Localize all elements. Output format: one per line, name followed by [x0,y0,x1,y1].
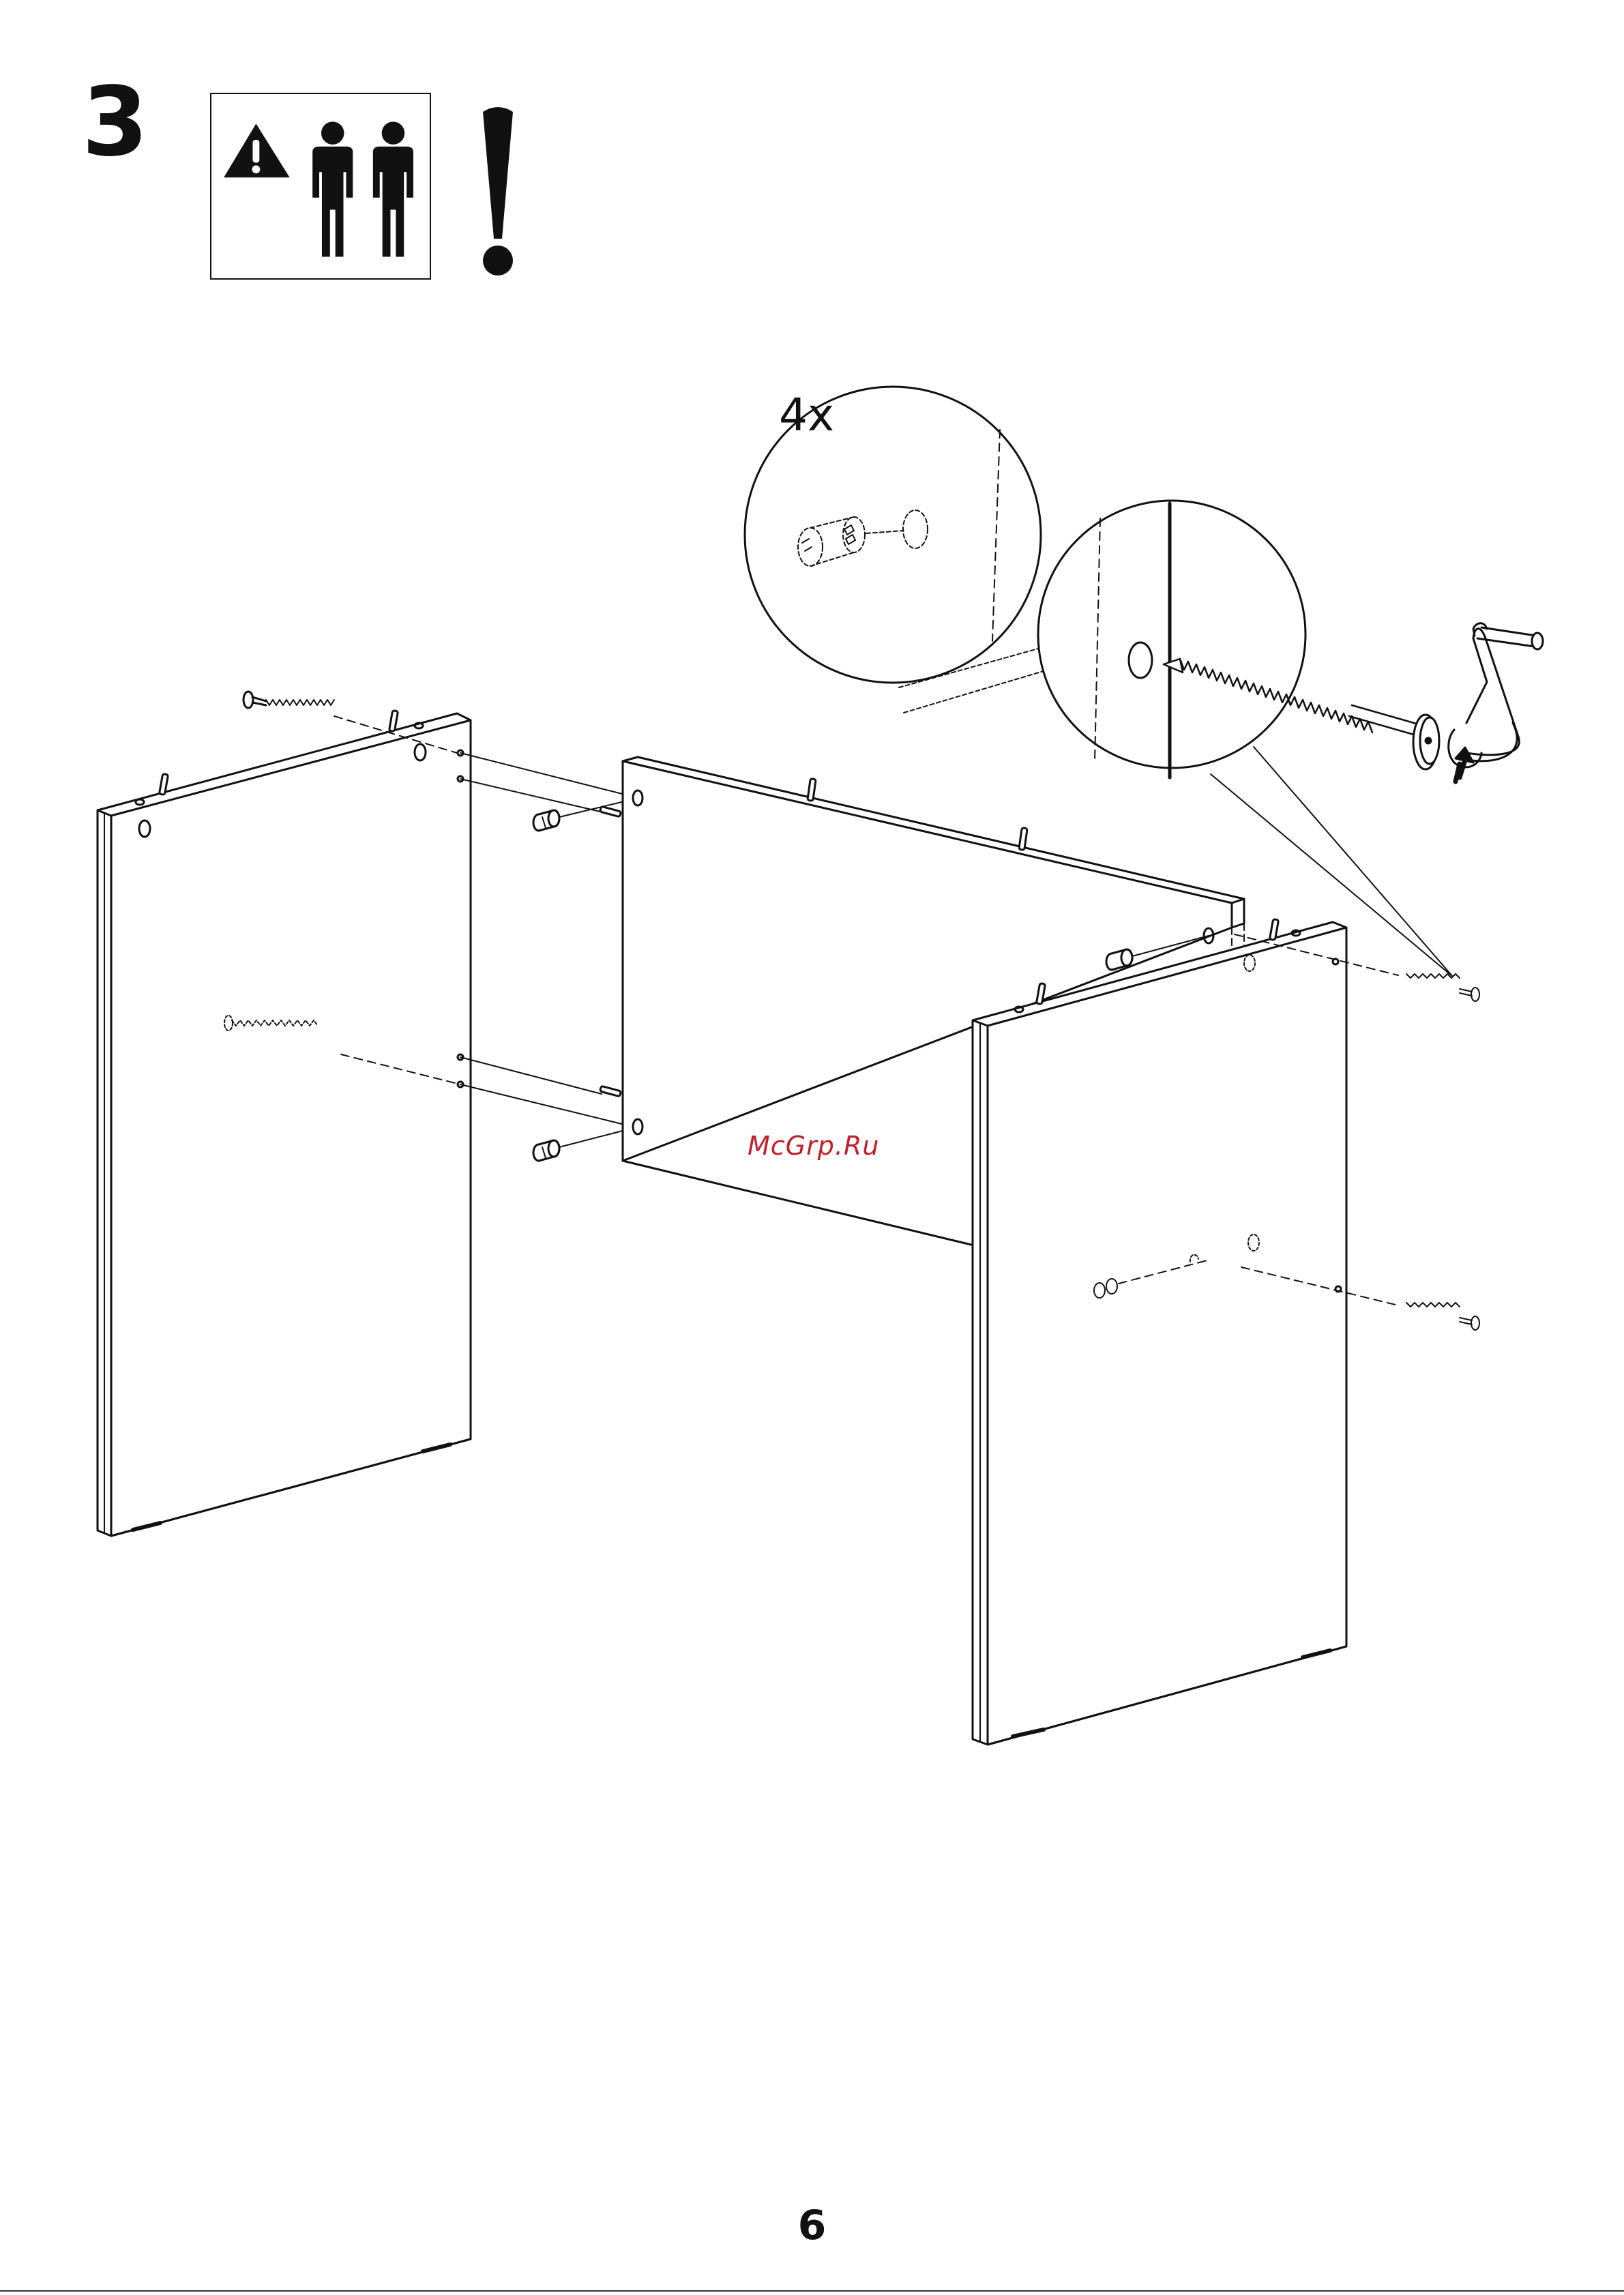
dowel [389,711,398,732]
person-icon [312,121,353,256]
page-number: 6 [0,2202,1624,2249]
warning-triangle-icon [224,123,290,177]
cam-fitting [533,1140,559,1161]
detail-circle-bolt [1038,501,1419,778]
right-side-panel [973,919,1346,1745]
crank-tool [1413,623,1543,782]
step-number: 3 [82,75,148,171]
exclamation-icon [477,102,518,280]
two-person-warning-box [210,93,431,280]
cam-fitting [533,810,559,831]
person-icon [373,121,413,256]
quantity-label: 4x [779,389,834,441]
watermark: McGrp.Ru [748,1131,879,1161]
screw-right-lower [1406,1303,1479,1330]
screw-left-upper [243,692,334,708]
bottom-rule [0,2290,1624,2292]
screw-right-upper [1406,974,1479,1001]
left-side-panel [98,711,471,1536]
